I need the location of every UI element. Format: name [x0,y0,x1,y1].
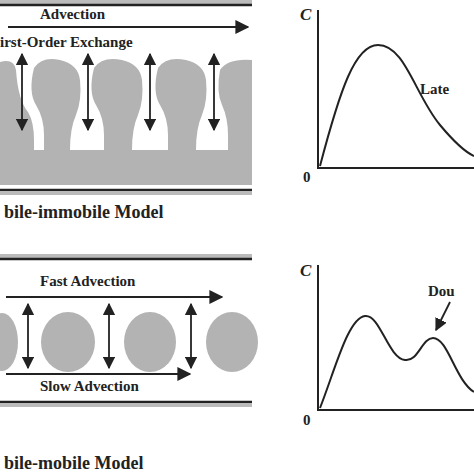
axis-label: C [300,6,311,23]
flow-label: Advection [40,7,105,22]
curve-label: Late [420,82,449,97]
breakthrough-curve-double-peak [317,265,474,410]
axis-origin: 0 [303,170,311,185]
axis-origin: 0 [303,413,311,428]
axis-label: C [300,262,311,279]
flow-label: Fast Advection [40,274,135,289]
model-title: bile-mobile Model [4,454,143,472]
mobile-mobile-channel [0,254,258,407]
model-title: bile-immobile Model [4,203,163,221]
flow-label: Slow Advection [40,379,139,394]
breakthrough-curve-late-tail [317,10,474,168]
mobile-immobile-channel [0,0,252,195]
curve-label: Dou [428,284,455,299]
exchange-label: irst-Order Exchange [0,35,133,50]
